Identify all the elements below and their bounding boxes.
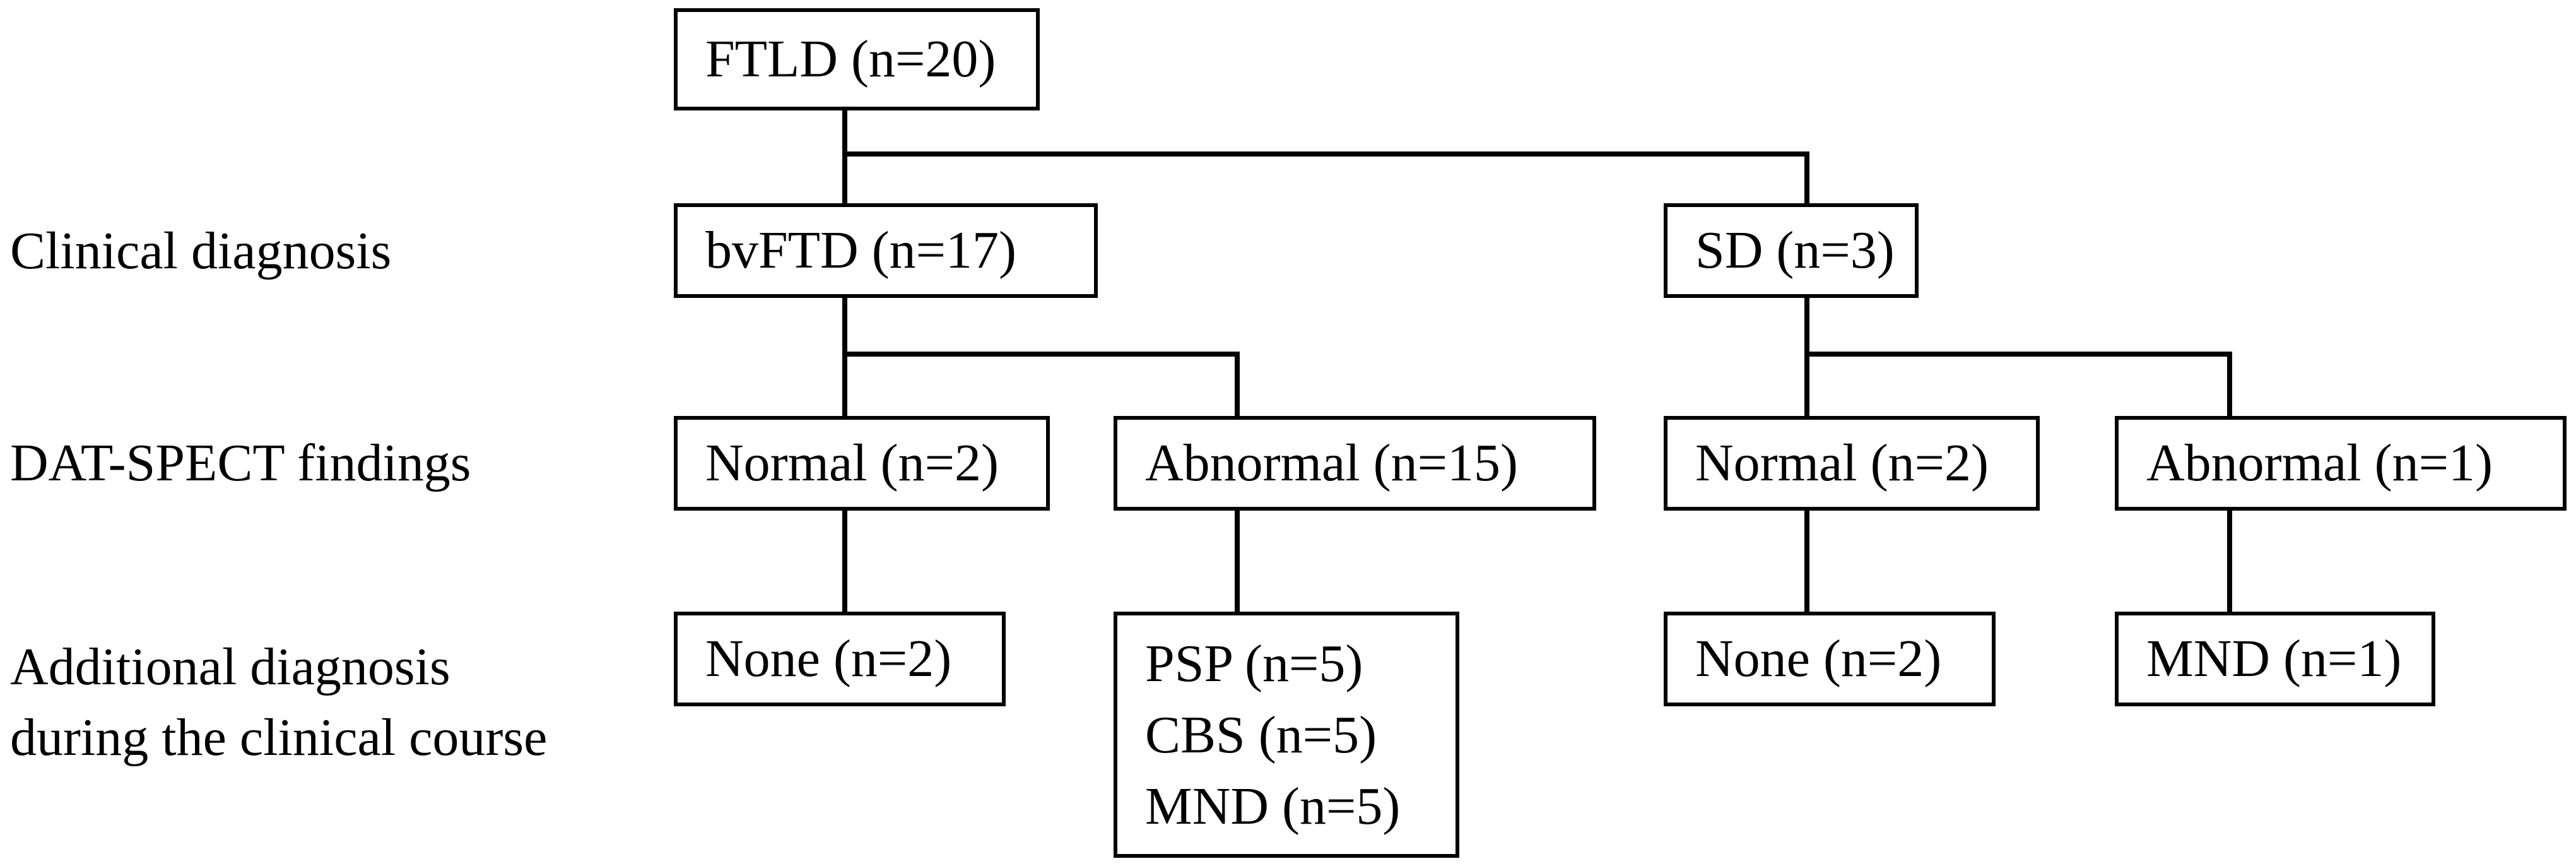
- node-bvftd-abnormal: Abnormal (n=15): [1114, 416, 1596, 511]
- node-sd-normal-label: Normal (n=2): [1695, 434, 1989, 492]
- node-ftld-label: FTLD (n=20): [705, 30, 996, 88]
- node-bvftd-abnormal-additional: PSP (n=5) CBS (n=5) MND (n=5): [1114, 612, 1459, 858]
- node-bvftd-abnormal-label: Abnormal (n=15): [1145, 434, 1518, 492]
- connector-sd-branch: [1804, 352, 2232, 357]
- node-sd-abnormal-mnd-label: MND (n=1): [2146, 629, 2402, 688]
- node-sd-abnormal-mnd: MND (n=1): [2115, 612, 2435, 706]
- row-label-dat-spect-findings: DAT-SPECT findings: [10, 434, 471, 492]
- row-label-additional-line2: during the clinical course: [10, 708, 548, 767]
- connector-bvftd-down: [842, 298, 847, 416]
- node-sd-normal: Normal (n=2): [1664, 416, 2040, 511]
- connector-bvftd-abnormal-down: [1235, 511, 1240, 612]
- node-sd-label: SD (n=3): [1695, 221, 1895, 280]
- node-sd-abnormal: Abnormal (n=1): [2115, 416, 2567, 511]
- connector-bvftd-normal-down: [842, 511, 847, 612]
- connector-root-down: [842, 110, 847, 203]
- node-bvftd: bvFTD (n=17): [674, 203, 1098, 298]
- node-psp-label: PSP (n=5): [1145, 634, 1363, 693]
- node-bvftd-normal: Normal (n=2): [674, 416, 1050, 511]
- row-label-additional-diagnosis: Additional diagnosis during the clinical…: [10, 632, 547, 773]
- connector-sd-abnormal-down: [2227, 511, 2232, 612]
- node-bvftd-label: bvFTD (n=17): [705, 221, 1017, 280]
- node-bvftd-normal-none: None (n=2): [674, 612, 1006, 706]
- row-label-clinical-diagnosis: Clinical diagnosis: [10, 222, 392, 280]
- node-bvftd-normal-none-label: None (n=2): [705, 629, 952, 688]
- connector-sd-normal-down: [1804, 511, 1809, 612]
- connector-sd-down: [1804, 298, 1809, 416]
- connector-root-branch: [842, 151, 1809, 157]
- node-bvftd-normal-label: Normal (n=2): [705, 434, 999, 492]
- node-sd-normal-none-label: None (n=2): [1695, 629, 1942, 688]
- connector-to-bvftd-abnormal: [1235, 352, 1240, 416]
- connector-bvftd-branch: [842, 352, 1240, 357]
- node-sd-normal-none: None (n=2): [1664, 612, 1996, 706]
- node-cbs-label: CBS (n=5): [1145, 705, 1377, 764]
- connector-to-sd: [1804, 151, 1809, 203]
- node-mnd-label: MND (n=5): [1145, 776, 1401, 836]
- node-sd: SD (n=3): [1664, 203, 1919, 298]
- row-label-additional-line1: Additional diagnosis: [10, 638, 450, 696]
- connector-to-sd-abnormal: [2227, 352, 2232, 416]
- node-ftld: FTLD (n=20): [674, 8, 1040, 110]
- node-sd-abnormal-label: Abnormal (n=1): [2146, 434, 2493, 492]
